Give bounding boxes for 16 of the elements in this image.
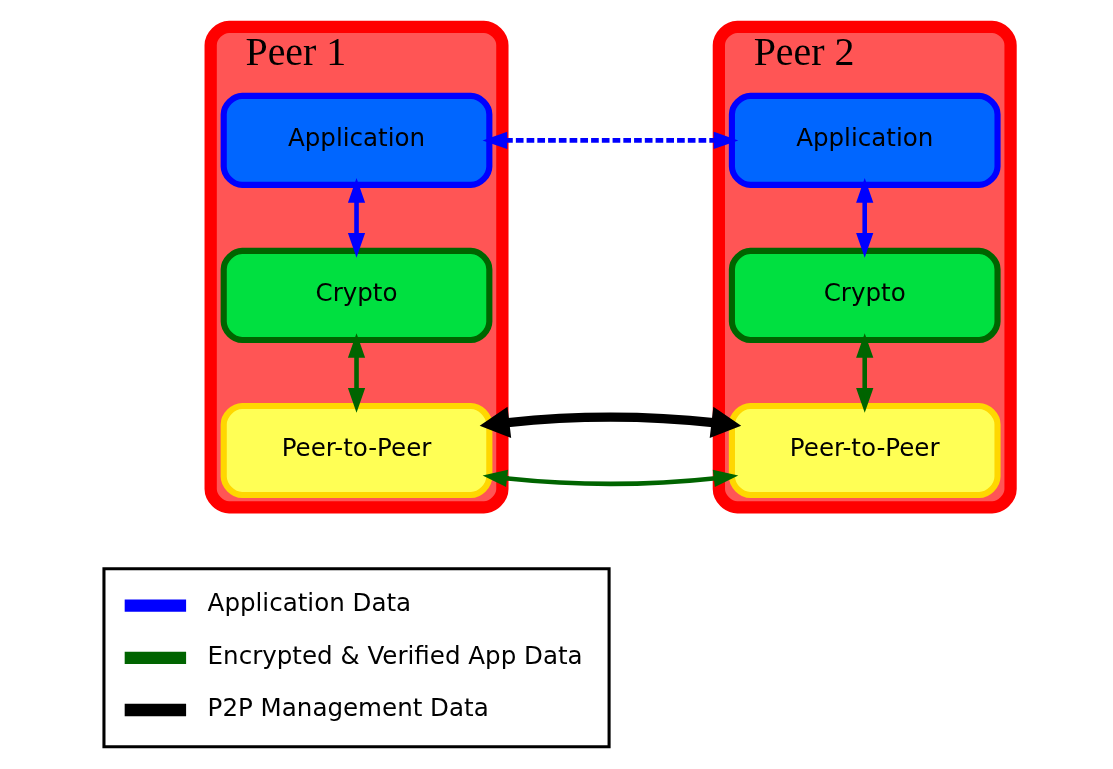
node-box: Crypto — [220, 247, 493, 344]
arrow — [856, 333, 874, 413]
node-box: Peer-to-Peer — [220, 402, 493, 499]
arrow — [482, 469, 739, 487]
arrow — [347, 333, 366, 413]
arrow — [479, 406, 742, 438]
node-box: Application — [728, 92, 1001, 188]
legend-label: Encrypted & Verified App Data — [207, 640, 583, 670]
node-box: Application — [220, 92, 493, 188]
legend-label: Application Data — [207, 588, 412, 618]
legend-label: P2P Management Data — [207, 692, 489, 722]
node-box: Peer-to-Peer — [728, 402, 1001, 499]
arrow — [482, 131, 739, 149]
node-box: Crypto — [728, 247, 1001, 344]
arrow — [347, 178, 366, 258]
arrow — [856, 178, 874, 258]
